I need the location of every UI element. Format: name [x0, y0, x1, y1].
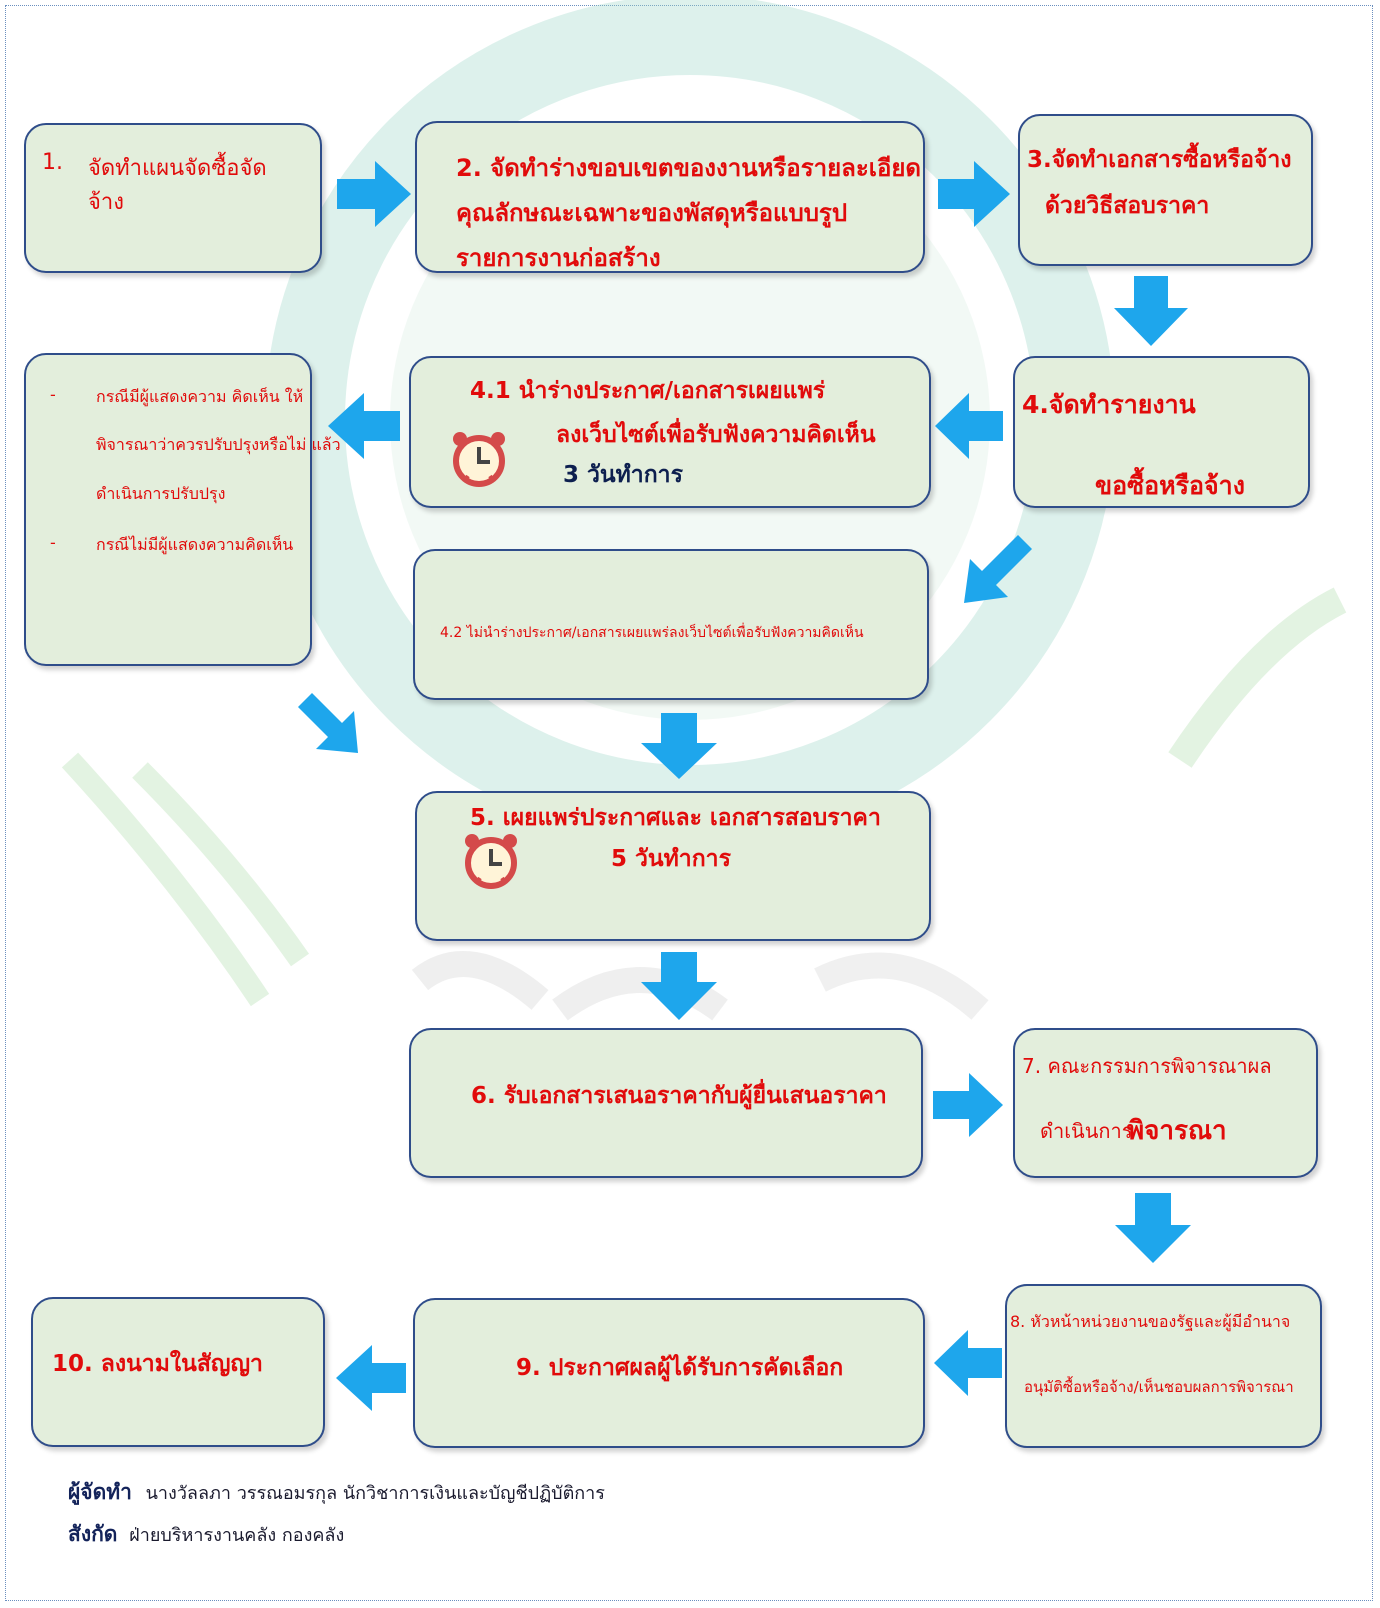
step-7-line1: 7. คณะกรรมการพิจารณาผล [1022, 1054, 1272, 1078]
note-bullet-2: - [50, 533, 56, 552]
step-4-line1: 4.จัดทำรายงาน [1022, 390, 1196, 419]
arrow-4-to-4-1 [935, 393, 1003, 459]
step-4-1-line3: 3 วันทำการ [563, 462, 683, 488]
footer-unit: สังกัด ฝ่ายบริหารงานคลัง กองคลัง [68, 1518, 344, 1551]
step-3-line1: 3.จัดทำเอกสารซื้อหรือจ้าง [1027, 147, 1292, 173]
arrow-4-1-to-note [328, 393, 400, 459]
step-4-2-box [413, 549, 929, 700]
step-7-box [1013, 1028, 1318, 1178]
arrow-9-to-10 [336, 1345, 406, 1411]
step-5-line1: 5. เผยแพร่ประกาศและ เอกสารสอบราคา [470, 805, 881, 831]
step-5-line2: 5 วันทำการ [611, 846, 731, 872]
page-frame [5, 5, 1373, 1601]
arrow-2-to-3 [938, 161, 1010, 227]
arrow-6-to-7 [933, 1073, 1003, 1137]
step-4-2-line1: 4.2 ไม่นำร่างประกาศ/เอกสารเผยแพร่ลงเว็บไ… [440, 625, 864, 641]
step-4-1-line2: ลงเว็บไซต์เพื่อรับฟังความคิดเห็น [556, 422, 876, 448]
step-2-line1: 2. จัดทำร่างขอบเขตของงานหรือรายละเอียด [456, 154, 922, 182]
arrow-4-2-to-5 [641, 713, 717, 779]
step-8-line2: อนุมัติซื้อหรือจ้าง/เห็นชอบผลการพิจารณา [1024, 1378, 1294, 1396]
step-4-line2: ขอซื้อหรือจ้าง [1095, 471, 1245, 500]
step-1-box [24, 123, 322, 273]
note-line1: กรณีมีผู้แสดงความ คิดเห็น ให้ [96, 387, 304, 406]
step-10-line1: 10. ลงนามในสัญญา [52, 1351, 263, 1377]
footer-unit-label: สังกัด [68, 1522, 118, 1546]
footer-author-text: นางวัลลภา วรรณอมรกุล นักวิชาการเงินและบั… [145, 1483, 605, 1504]
step-7-line2a: ดำเนินการ [1040, 1119, 1133, 1143]
step-7-line2b: พิจารณา [1127, 1116, 1227, 1146]
step-2-line3: รายการงานก่อสร้าง [456, 244, 661, 272]
arrow-4-to-4-2 [964, 535, 1032, 603]
step-8-box [1005, 1284, 1322, 1448]
alarm-clock-icon [453, 432, 505, 487]
footer-author: ผู้จัดทำ นางวัลลภา วรรณอมรกุล นักวิชาการ… [68, 1476, 605, 1509]
step-9-box [413, 1298, 925, 1448]
step-1-number: 1. [42, 150, 63, 175]
arrow-8-to-9 [934, 1330, 1002, 1396]
step-4-box [1013, 356, 1310, 508]
step-8-line1: 8. หัวหน้าหน่วยงานของรัฐและผู้มีอำนาจ [1010, 1312, 1291, 1331]
alarm-clock-icon [465, 834, 517, 889]
arrow-note-to-5 [298, 693, 358, 753]
note-box [24, 353, 312, 666]
step-4-1-box [409, 356, 931, 508]
step-1-line1: จัดทำแผนจัดซื้อจัด [88, 156, 267, 181]
step-10-box [31, 1297, 325, 1447]
arrow-3-to-4 [1114, 276, 1188, 346]
step-2-box [415, 121, 925, 273]
step-3-line2: ด้วยวิธีสอบราคา [1045, 193, 1210, 219]
footer-author-label: ผู้จัดทำ [68, 1480, 132, 1504]
step-9-line1: 9. ประกาศผลผู้ได้รับการคัดเลือก [516, 1355, 844, 1381]
step-1-line2: จ้าง [88, 190, 124, 215]
step-4-1-line1: 4.1 นำร่างประกาศ/เอกสารเผยแพร่ [470, 378, 826, 404]
arrow-5-to-6 [641, 952, 717, 1020]
note-line2: พิจารณาว่าควรปรับปรุงหรือไม่ แล้ว [96, 435, 341, 454]
step-6-box [409, 1028, 923, 1178]
note-line4: กรณีไม่มีผู้แสดงความคิดเห็น [96, 535, 294, 554]
note-line3: ดำเนินการปรับปรุง [96, 484, 226, 503]
step-3-box [1018, 114, 1313, 266]
footer-unit-text: ฝ่ายบริหารงานคลัง กองคลัง [129, 1525, 345, 1546]
arrow-1-to-2 [337, 161, 411, 227]
note-bullet-1: - [50, 385, 56, 404]
step-2-line2: คุณลักษณะเฉพาะของพัสดุหรือแบบรูป [456, 199, 848, 227]
step-6-line1: 6. รับเอกสารเสนอราคากับผู้ยื่นเสนอราคา [471, 1083, 887, 1109]
arrow-7-to-8 [1115, 1193, 1191, 1263]
